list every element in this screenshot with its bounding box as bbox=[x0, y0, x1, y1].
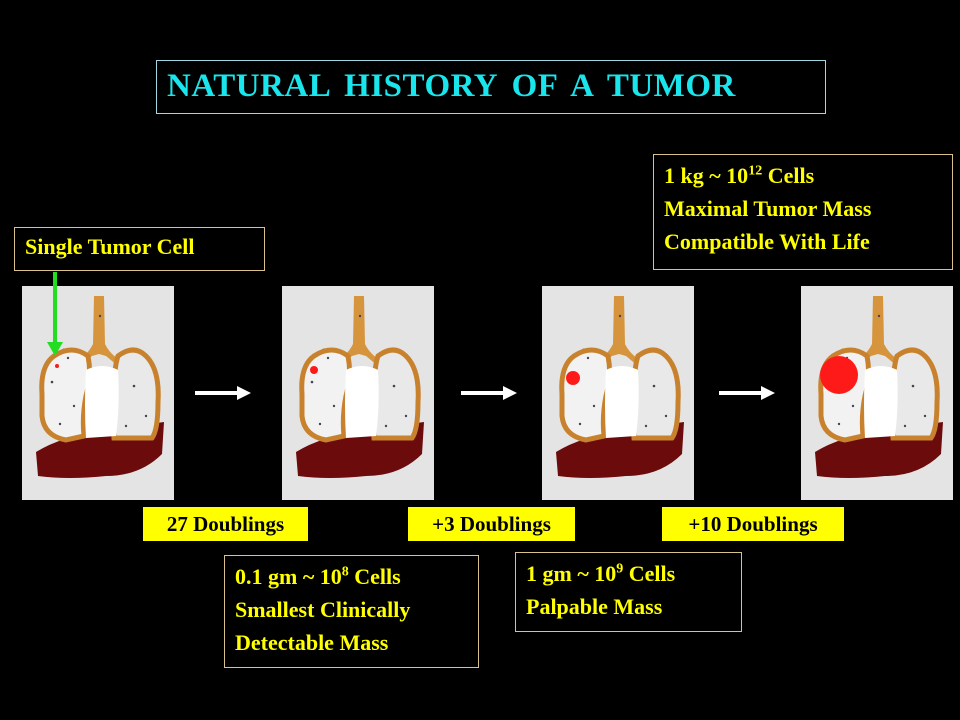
detectable-mass-caption: 0.1 gm ~ 108 Cells Smallest Clinically D… bbox=[224, 555, 479, 668]
tumor-mark-3 bbox=[566, 371, 580, 385]
arrow-right-icon bbox=[195, 386, 251, 400]
stage-panel-3 bbox=[542, 286, 694, 500]
stage-panel-4 bbox=[801, 286, 953, 500]
palpable-mass-caption: 1 gm ~ 109 Cells Palpable Mass bbox=[515, 552, 742, 632]
detectable-mass-line3: Detectable Mass bbox=[235, 630, 389, 655]
lung-illustration-3 bbox=[542, 286, 694, 500]
detectable-mass-line2: Smallest Clinically bbox=[235, 597, 411, 622]
palpable-mass-line2: Palpable Mass bbox=[526, 594, 663, 619]
doublings-label-1: 27 Doublings bbox=[143, 507, 308, 541]
stage-panel-1 bbox=[22, 286, 174, 500]
doublings-label-3: +10 Doublings bbox=[662, 507, 844, 541]
stage-panel-2 bbox=[282, 286, 434, 500]
max-mass-line2: Maximal Tumor Mass bbox=[664, 196, 872, 221]
arrow-right-icon bbox=[719, 386, 775, 400]
max-mass-caption: 1 kg ~ 1012 Cells Maximal Tumor Mass Com… bbox=[653, 154, 953, 270]
detectable-mass-line1: 0.1 gm ~ 108 Cells bbox=[235, 564, 401, 589]
arrow-right-icon bbox=[461, 386, 517, 400]
lung-illustration-4 bbox=[801, 286, 953, 500]
lung-illustration-2 bbox=[282, 286, 434, 500]
single-cell-caption: Single Tumor Cell bbox=[14, 227, 265, 271]
doublings-label-2: +3 Doublings bbox=[408, 507, 575, 541]
title-box: NATURAL HISTORY OF A TUMOR bbox=[156, 60, 826, 114]
tumor-mark-4 bbox=[820, 356, 858, 394]
max-mass-line3: Compatible With Life bbox=[664, 229, 870, 254]
tumor-mark-1 bbox=[55, 364, 59, 368]
lung-illustration-1 bbox=[22, 286, 174, 500]
page-title: NATURAL HISTORY OF A TUMOR bbox=[167, 68, 736, 104]
palpable-mass-line1: 1 gm ~ 109 Cells bbox=[526, 561, 676, 586]
tumor-mark-2 bbox=[310, 366, 318, 374]
max-mass-line1: 1 kg ~ 1012 Cells bbox=[664, 163, 815, 188]
